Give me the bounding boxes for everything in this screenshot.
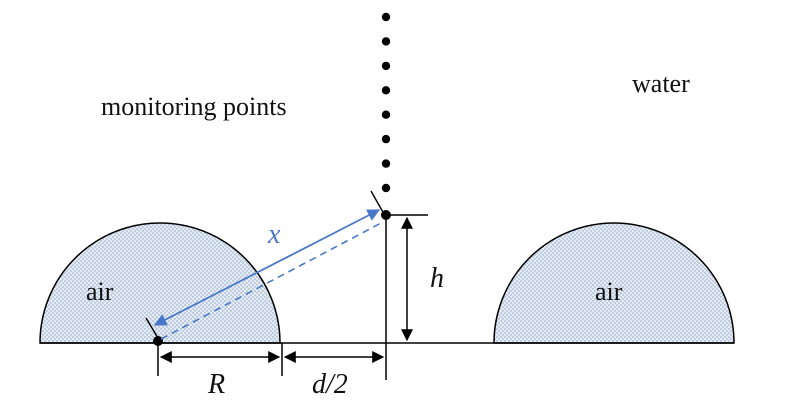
monitoring-point [381, 134, 391, 144]
monitoring-point [381, 86, 391, 95]
air-left-label: air [86, 277, 114, 306]
x-end-tick-top [370, 190, 385, 215]
monitoring-points-column [381, 12, 391, 193]
monitoring-points-label: monitoring points [101, 92, 287, 121]
air-bubble-left [39, 222, 281, 344]
x-distance-arrow [153, 209, 381, 326]
x-label: x [267, 219, 281, 250]
water-label: water [632, 69, 690, 98]
x-end-tick-bottom [145, 317, 159, 339]
monitoring-point [381, 110, 391, 119]
h-label: h [430, 263, 444, 294]
air-right-label: air [595, 277, 623, 306]
monitoring-point [381, 159, 391, 168]
x-distance-dashed [160, 221, 384, 340]
bubble-center-point [153, 336, 163, 346]
monitoring-point [381, 61, 391, 71]
monitoring-point [381, 12, 391, 22]
R-label: R [207, 369, 225, 400]
monitoring-point [381, 183, 391, 193]
d-half-label: d/2 [312, 369, 348, 400]
air-bubble-right [493, 222, 735, 344]
monitoring-point [381, 37, 391, 46]
